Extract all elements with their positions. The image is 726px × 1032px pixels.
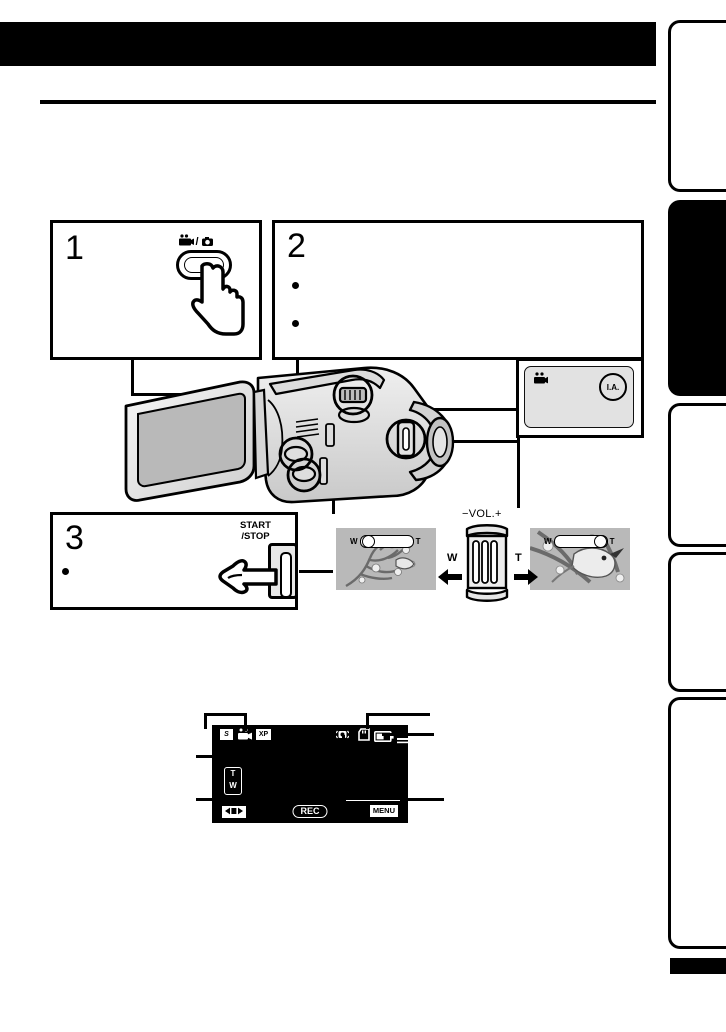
svg-text:/: / xyxy=(196,236,199,247)
zoom-tele-label-t: T xyxy=(609,536,615,546)
arrow-right-icon xyxy=(514,569,538,585)
zoom-tele-label-w: W xyxy=(544,536,552,546)
step-2-number: 2 xyxy=(287,227,306,265)
volume-zoom-label: −VOL.+ xyxy=(462,508,502,520)
mode-glyphs-svg: / xyxy=(179,234,213,248)
sd-card-icon xyxy=(358,728,371,746)
zoom-tele-preview: W T xyxy=(530,528,630,590)
zoom-indicator-t: T xyxy=(230,769,236,778)
side-tab-footer-bar xyxy=(670,958,726,974)
side-tab-strip xyxy=(668,0,726,1032)
leader-zoom-vertical xyxy=(517,440,520,508)
zoom-lever-illustration[interactable] xyxy=(462,523,512,603)
hand-pointing-left-icon xyxy=(218,559,278,595)
leader-step3-tail xyxy=(299,570,333,573)
lcd-callout-6-h xyxy=(400,798,444,801)
lcd-screen-diagram: S XP xyxy=(212,725,423,823)
side-tab-3[interactable] xyxy=(668,403,726,547)
lcd-callout-2-h xyxy=(196,755,344,758)
zoom-track-tele[interactable] xyxy=(553,534,608,548)
lcd-callout-5-h xyxy=(196,798,346,801)
arrow-left-icon xyxy=(438,569,462,585)
title-rule xyxy=(40,100,656,104)
step-2-bullet-2 xyxy=(292,320,299,327)
step-2-box: 2 xyxy=(272,220,644,360)
zoom-wide-preview: W T xyxy=(336,528,436,590)
intelligent-auto-badge: I.A. xyxy=(599,373,627,401)
lcd-callout-4-h xyxy=(382,733,434,736)
side-tab-4[interactable] xyxy=(668,552,726,692)
zoom-wide-label-t: T xyxy=(415,536,421,546)
lever-tele-marker: T xyxy=(515,552,522,564)
lcd-callout-1-drop xyxy=(244,713,247,731)
playback-mode-icon[interactable] xyxy=(222,806,246,818)
video-photo-mode-icon: / xyxy=(178,234,214,250)
zoom-bar-tele: W T xyxy=(544,534,615,548)
remaining-time-bar xyxy=(397,738,423,744)
zoom-indicator: T W xyxy=(224,767,242,795)
hand-pointing-down-icon xyxy=(191,262,245,336)
lcd-callout-3-h xyxy=(366,713,430,716)
lcd-callout-3-v xyxy=(366,713,369,729)
zoom-indicator-w: W xyxy=(229,781,237,790)
zoom-bar-wide: W T xyxy=(350,534,421,548)
scene-select-icon: S xyxy=(220,729,233,740)
lcd-bottom-bar: REC MENU xyxy=(212,800,408,823)
zoom-wide-label-w: W xyxy=(350,536,358,546)
lcd-callout-2-v xyxy=(342,735,345,757)
leader-step1-to-camera xyxy=(131,360,134,396)
lcd-preview: I.A. xyxy=(524,366,634,428)
side-tab-2[interactable] xyxy=(668,200,726,396)
step-2-bullet-1 xyxy=(292,282,299,289)
video-quality-icon: XP xyxy=(256,729,271,740)
zoom-track-wide[interactable] xyxy=(359,534,414,548)
start-stop-label: START /STOP xyxy=(240,520,271,542)
step-3-bullet-1 xyxy=(62,568,69,575)
start-stop-label-text: START /STOP xyxy=(240,520,271,542)
lcd-callout-1-h xyxy=(204,713,246,716)
step-3-number: 3 xyxy=(65,519,84,557)
camcorder-illustration xyxy=(118,362,466,514)
header-bar xyxy=(0,22,656,66)
zoom-knob-tele[interactable] xyxy=(593,534,607,548)
rec-button[interactable]: REC xyxy=(292,805,328,818)
leader-zoom-horizontal xyxy=(410,440,520,443)
lever-wide-marker: W xyxy=(447,552,458,564)
lcd-callout-1-v xyxy=(204,713,207,729)
battery-icon xyxy=(374,729,394,747)
menu-button[interactable]: MENU xyxy=(369,805,398,817)
video-camera-icon xyxy=(533,372,549,388)
side-tab-1[interactable] xyxy=(668,20,726,192)
side-tab-5[interactable] xyxy=(668,697,726,949)
step-1-number: 1 xyxy=(65,229,84,267)
step-2-sub-panel: I.A. xyxy=(516,358,644,438)
step-3-box: 3 xyxy=(50,512,298,610)
zoom-knob-wide[interactable] xyxy=(361,534,375,548)
